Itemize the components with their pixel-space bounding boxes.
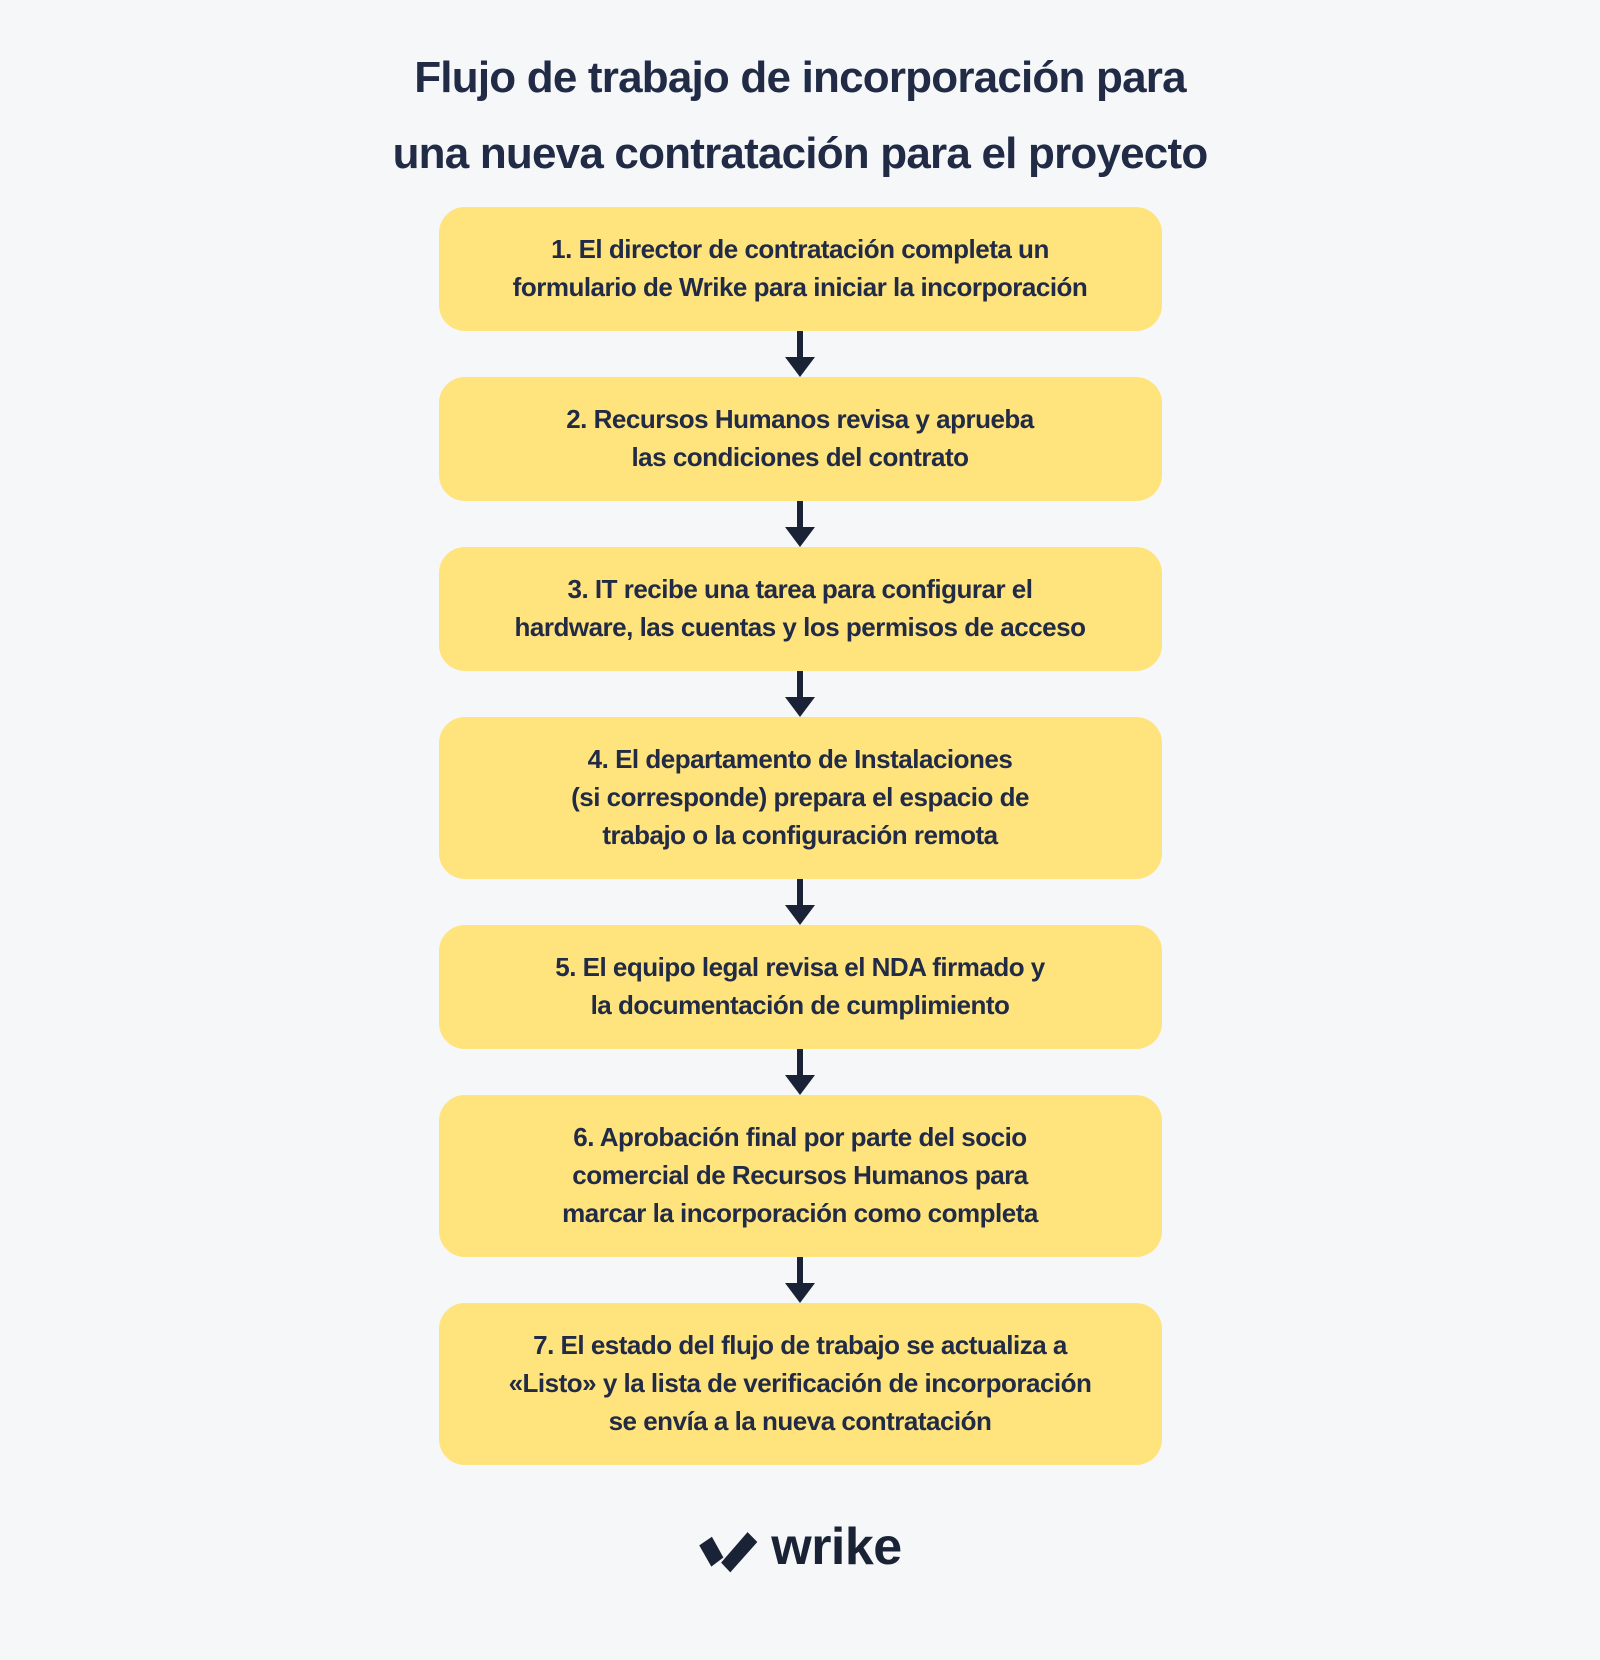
step-text-5: 5. El equipo legal revisa el NDA firmado…: [555, 951, 1045, 1020]
step-text-4: 4. El departamento de Instalaciones (si …: [571, 744, 1029, 850]
step-box-2: 2. Recursos Humanos revisa y aprueba las…: [438, 377, 1162, 502]
step-box-6: 6. Aprobación final por parte del socio …: [438, 1094, 1162, 1257]
page-title: Flujo de trabajo de incorporación para u…: [392, 53, 1209, 178]
step-text-6: 6. Aprobación final por parte del socio …: [562, 1121, 1038, 1228]
step-text-1: 1. El director de contratación completa …: [512, 234, 1088, 303]
step-text-3: 3. IT recibe una tarea para configurar e…: [514, 574, 1086, 643]
step-text-7: 7. El estado del flujo de trabajo se act…: [508, 1329, 1092, 1436]
step-box-5: 5. El equipo legal revisa el NDA firmado…: [438, 924, 1162, 1049]
step-box-7: 7. El estado del flujo de trabajo se act…: [438, 1302, 1162, 1465]
step-text-2: 2. Recursos Humanos revisa y aprueba las…: [566, 404, 1034, 473]
step-box-1: 1. El director de contratación completa …: [438, 207, 1162, 332]
arrow-down-icon: [783, 1257, 817, 1303]
arrow-down-icon: [783, 501, 817, 547]
workflow-diagram: 1. El director de contratación completa …: [438, 207, 1162, 1465]
arrow-down-icon: [783, 671, 817, 717]
arrow-down-icon: [783, 1049, 817, 1095]
wrike-logo: wrike: [698, 1517, 902, 1579]
wrike-checkmark-icon: [699, 1531, 758, 1572]
arrow-down-icon: [783, 331, 817, 377]
arrow-down-icon: [783, 879, 817, 925]
step-box-4: 4. El departamento de Instalaciones (si …: [438, 717, 1162, 879]
step-box-3: 3. IT recibe una tarea para configurar e…: [438, 547, 1162, 672]
wrike-logo-text: wrike: [771, 1517, 902, 1576]
